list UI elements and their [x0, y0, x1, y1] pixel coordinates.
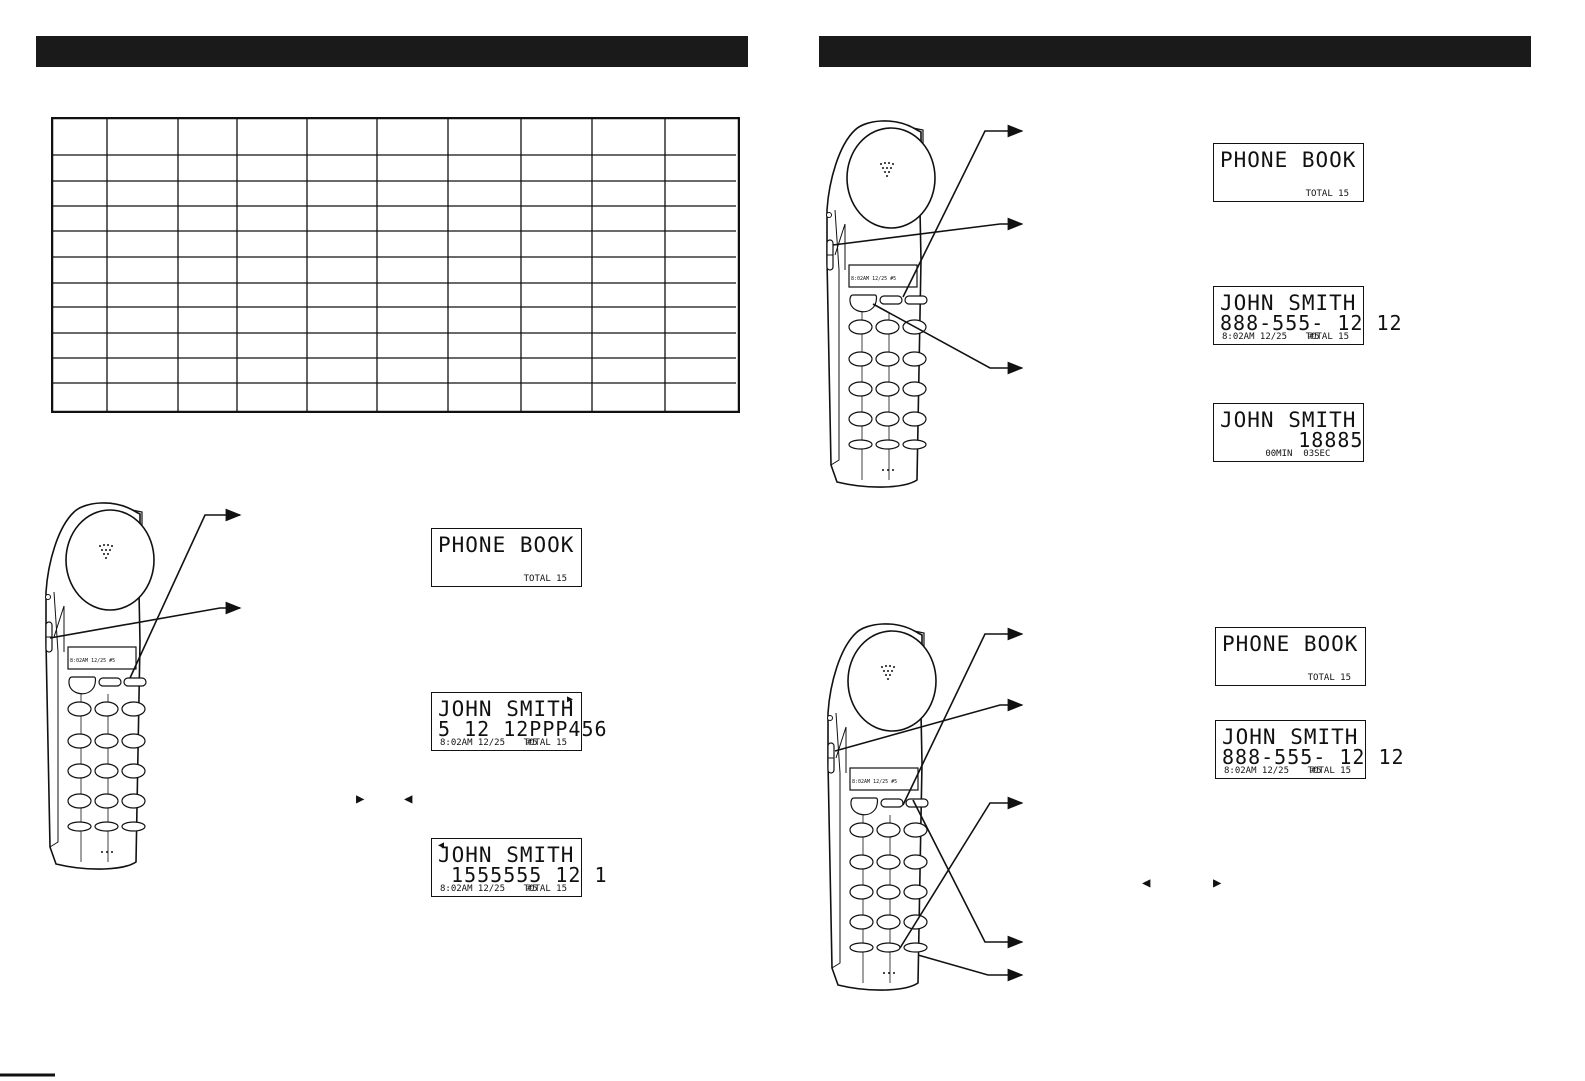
speaker-grille-icon — [99, 544, 113, 559]
right-arrow-icon: ▶ — [1213, 875, 1222, 891]
display-line-2: 18885 — [1220, 428, 1364, 452]
display-line-1: PHONE BOOK — [438, 533, 575, 557]
callout-arrow — [834, 698, 1024, 752]
display-line-2: 888-555- 12 12 — [1222, 745, 1405, 769]
display-status: 8:02AM 12/25 #5 — [440, 738, 538, 748]
display-phone-book-1: PHONE BOOK TOTAL 15 — [431, 528, 582, 587]
display-line-2: 5 12 12PPP456 — [438, 717, 608, 741]
microphone-icon — [883, 972, 895, 974]
svg-text:8:02AM 12/25 #5: 8:02AM 12/25 #5 — [851, 276, 896, 282]
display-line-1: JOHN SMITH — [438, 697, 575, 721]
handset-illustration-bottom-right: 8:02AM 12/25 #5 — [827, 623, 937, 991]
left-arrow-icon: ◀ — [1142, 875, 1151, 891]
svg-text:8:02AM 12/25 #5: 8:02AM 12/25 #5 — [70, 658, 115, 664]
display-line-1: JOHN SMITH — [438, 843, 575, 867]
handset-illustration-left: 8:02AM 12/25 #5 — [45, 502, 155, 870]
display-line-2: 1555555 12 1 — [438, 863, 608, 887]
handset-illustration-left-wrapper: 8:02AM 12/25 #5 — [44, 502, 164, 881]
display-total: TOTAL 15 — [1305, 189, 1349, 199]
display-total: TOTAL 15 — [523, 738, 567, 748]
microphone-icon — [101, 851, 113, 853]
callout-arrow — [902, 627, 1024, 806]
display-total: TOTAL 15 — [523, 574, 567, 584]
right-header-bar — [819, 36, 1531, 67]
display-total: TOTAL 15 — [1307, 673, 1351, 683]
right-arrow-icon: ▶ — [356, 791, 365, 807]
display-phone-book-3: PHONE BOOK TOTAL 15 — [1215, 627, 1366, 686]
display-john-smith-pause: ▶ JOHN SMITH 5 12 12PPP456 8:02AM 12/25 … — [431, 692, 607, 751]
microphone-icon — [882, 469, 894, 471]
display-line-1: JOHN SMITH — [1222, 725, 1359, 749]
handset-illustration-bottom-right-wrapper: 8:02AM 12/25 #5 — [826, 623, 946, 1002]
display-line-1: PHONE BOOK — [1222, 632, 1359, 656]
display-timer: 00MIN 03SEC — [1222, 449, 1331, 459]
display-total: TOTAL 15 — [523, 884, 567, 894]
svg-text:8:02AM 12/25 #5: 8:02AM 12/25 #5 — [852, 779, 897, 785]
display-status: 8:02AM 12/25 #5 — [440, 884, 538, 894]
callout-arrow — [899, 796, 1024, 949]
display-line-1: PHONE BOOK — [1220, 148, 1357, 172]
callout-arrow — [902, 124, 1024, 298]
display-line-2: 888-555- 12 12 — [1220, 311, 1403, 335]
callout-arrow — [912, 799, 1024, 949]
speaker-grille-icon — [880, 162, 894, 177]
display-john-smith-number: JOHN SMITH 888-555- 12 12 8:02AM 12/25 #… — [1213, 286, 1402, 345]
display-total: TOTAL 15 — [1305, 332, 1349, 342]
callout-arrow — [129, 508, 242, 679]
callout-arrow — [49, 601, 242, 639]
display-status: 8:02AM 12/25 #5 — [1222, 332, 1320, 342]
left-header-bar — [36, 36, 748, 67]
display-john-smith-number-2: JOHN SMITH 888-555- 12 12 8:02AM 12/25 #… — [1215, 720, 1404, 779]
display-line-1: JOHN SMITH — [1220, 408, 1357, 432]
callout-arrow — [872, 303, 1024, 375]
display-john-smith-dialing: JOHN SMITH 18885 00MIN 03SEC — [1213, 403, 1364, 462]
blank-directory-table — [51, 117, 740, 413]
left-arrow-icon: ◀ — [404, 791, 413, 807]
display-line-1: JOHN SMITH — [1220, 291, 1357, 315]
display-total: TOTAL 15 — [1307, 766, 1351, 776]
callout-arrow — [832, 217, 1024, 246]
display-phone-book-2: PHONE BOOK TOTAL 15 — [1213, 143, 1364, 202]
right-scroll-arrow-icon: ▶ — [566, 694, 573, 705]
left-scroll-arrow-icon: ◀ — [438, 840, 445, 851]
display-john-smith-scrolled: ◀ JOHN SMITH 1555555 12 1 8:02AM 12/25 #… — [431, 838, 607, 897]
callout-arrow — [917, 954, 1024, 982]
speaker-grille-icon — [881, 665, 895, 680]
display-status: 8:02AM 12/25 #5 — [1224, 766, 1322, 776]
